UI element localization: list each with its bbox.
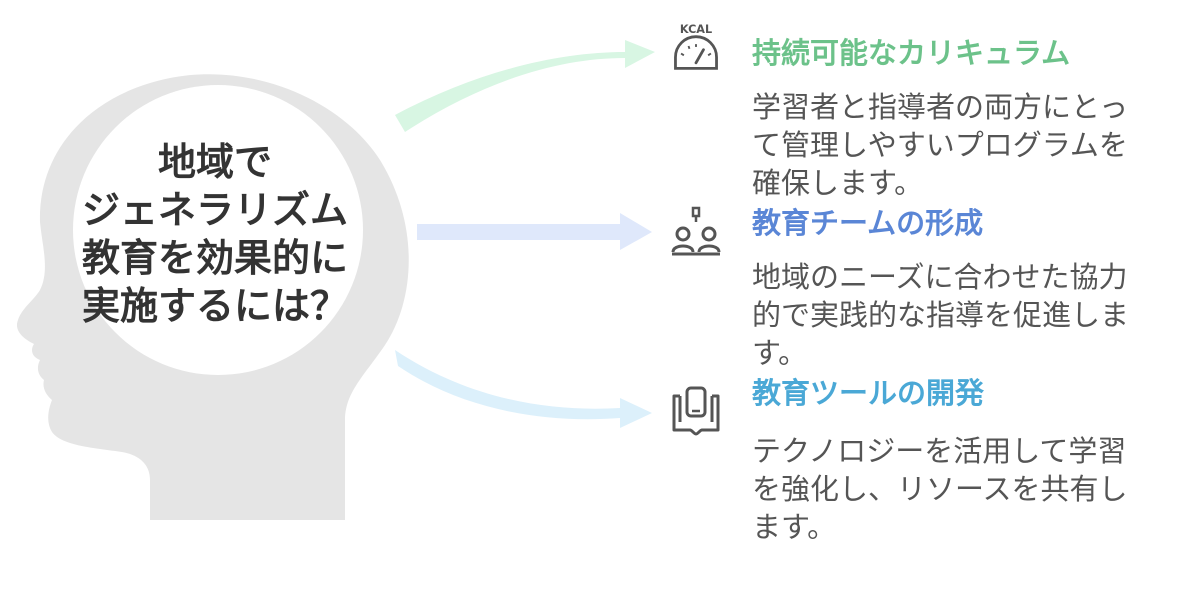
- item-desc-team: 地域のニーズに合わせた協力 的で実践的な指導を促進しま す。: [752, 258, 1172, 372]
- arrow-to-curriculum: [395, 40, 655, 132]
- item-title-tools: 教育ツールの開発: [752, 376, 985, 410]
- item-desc-tools: テクノロジーを活用して学習 を強化し、リソースを共有し ます。: [752, 432, 1172, 546]
- gauge-icon: KCAL: [674, 23, 718, 70]
- center-question: 地域で ジェネラリズム 教育を効果的に 実施するには？: [70, 138, 360, 330]
- team-icon: [671, 206, 721, 256]
- desc-line: を強化し、リソースを共有し: [752, 472, 1128, 506]
- desc-line: テクノロジーを活用して学習: [752, 434, 1127, 468]
- item-title-team: 教育チームの形成: [752, 206, 984, 240]
- desc-line: 的で実践的な指導を促進しま: [752, 298, 1130, 332]
- question-line: 実施するには？: [81, 284, 348, 328]
- desc-line: 学習者と指導者の両方にとっ: [752, 90, 1129, 124]
- device-book-icon: [672, 386, 720, 436]
- arrow-to-tools: [395, 350, 652, 428]
- question-line: ジェネラリズム: [81, 188, 348, 232]
- gauge-icon-label: KCAL: [680, 23, 712, 36]
- head-inner-circle: [73, 85, 363, 375]
- question-line: 教育を効果的に: [81, 236, 348, 280]
- item-desc-curriculum: 学習者と指導者の両方にとっ て管理しやすいプログラムを 確保します。: [752, 88, 1172, 202]
- desc-line: ます。: [752, 510, 837, 544]
- desc-line: 地域のニーズに合わせた協力: [752, 260, 1128, 294]
- item-title-curriculum: 持続可能なカリキュラム: [752, 36, 1071, 70]
- desc-line: す。: [752, 336, 808, 370]
- desc-line: て管理しやすいプログラムを: [752, 128, 1128, 162]
- desc-line: 確保します。: [752, 166, 924, 200]
- question-line: 地域で: [157, 140, 272, 184]
- arrow-to-team: [417, 213, 652, 250]
